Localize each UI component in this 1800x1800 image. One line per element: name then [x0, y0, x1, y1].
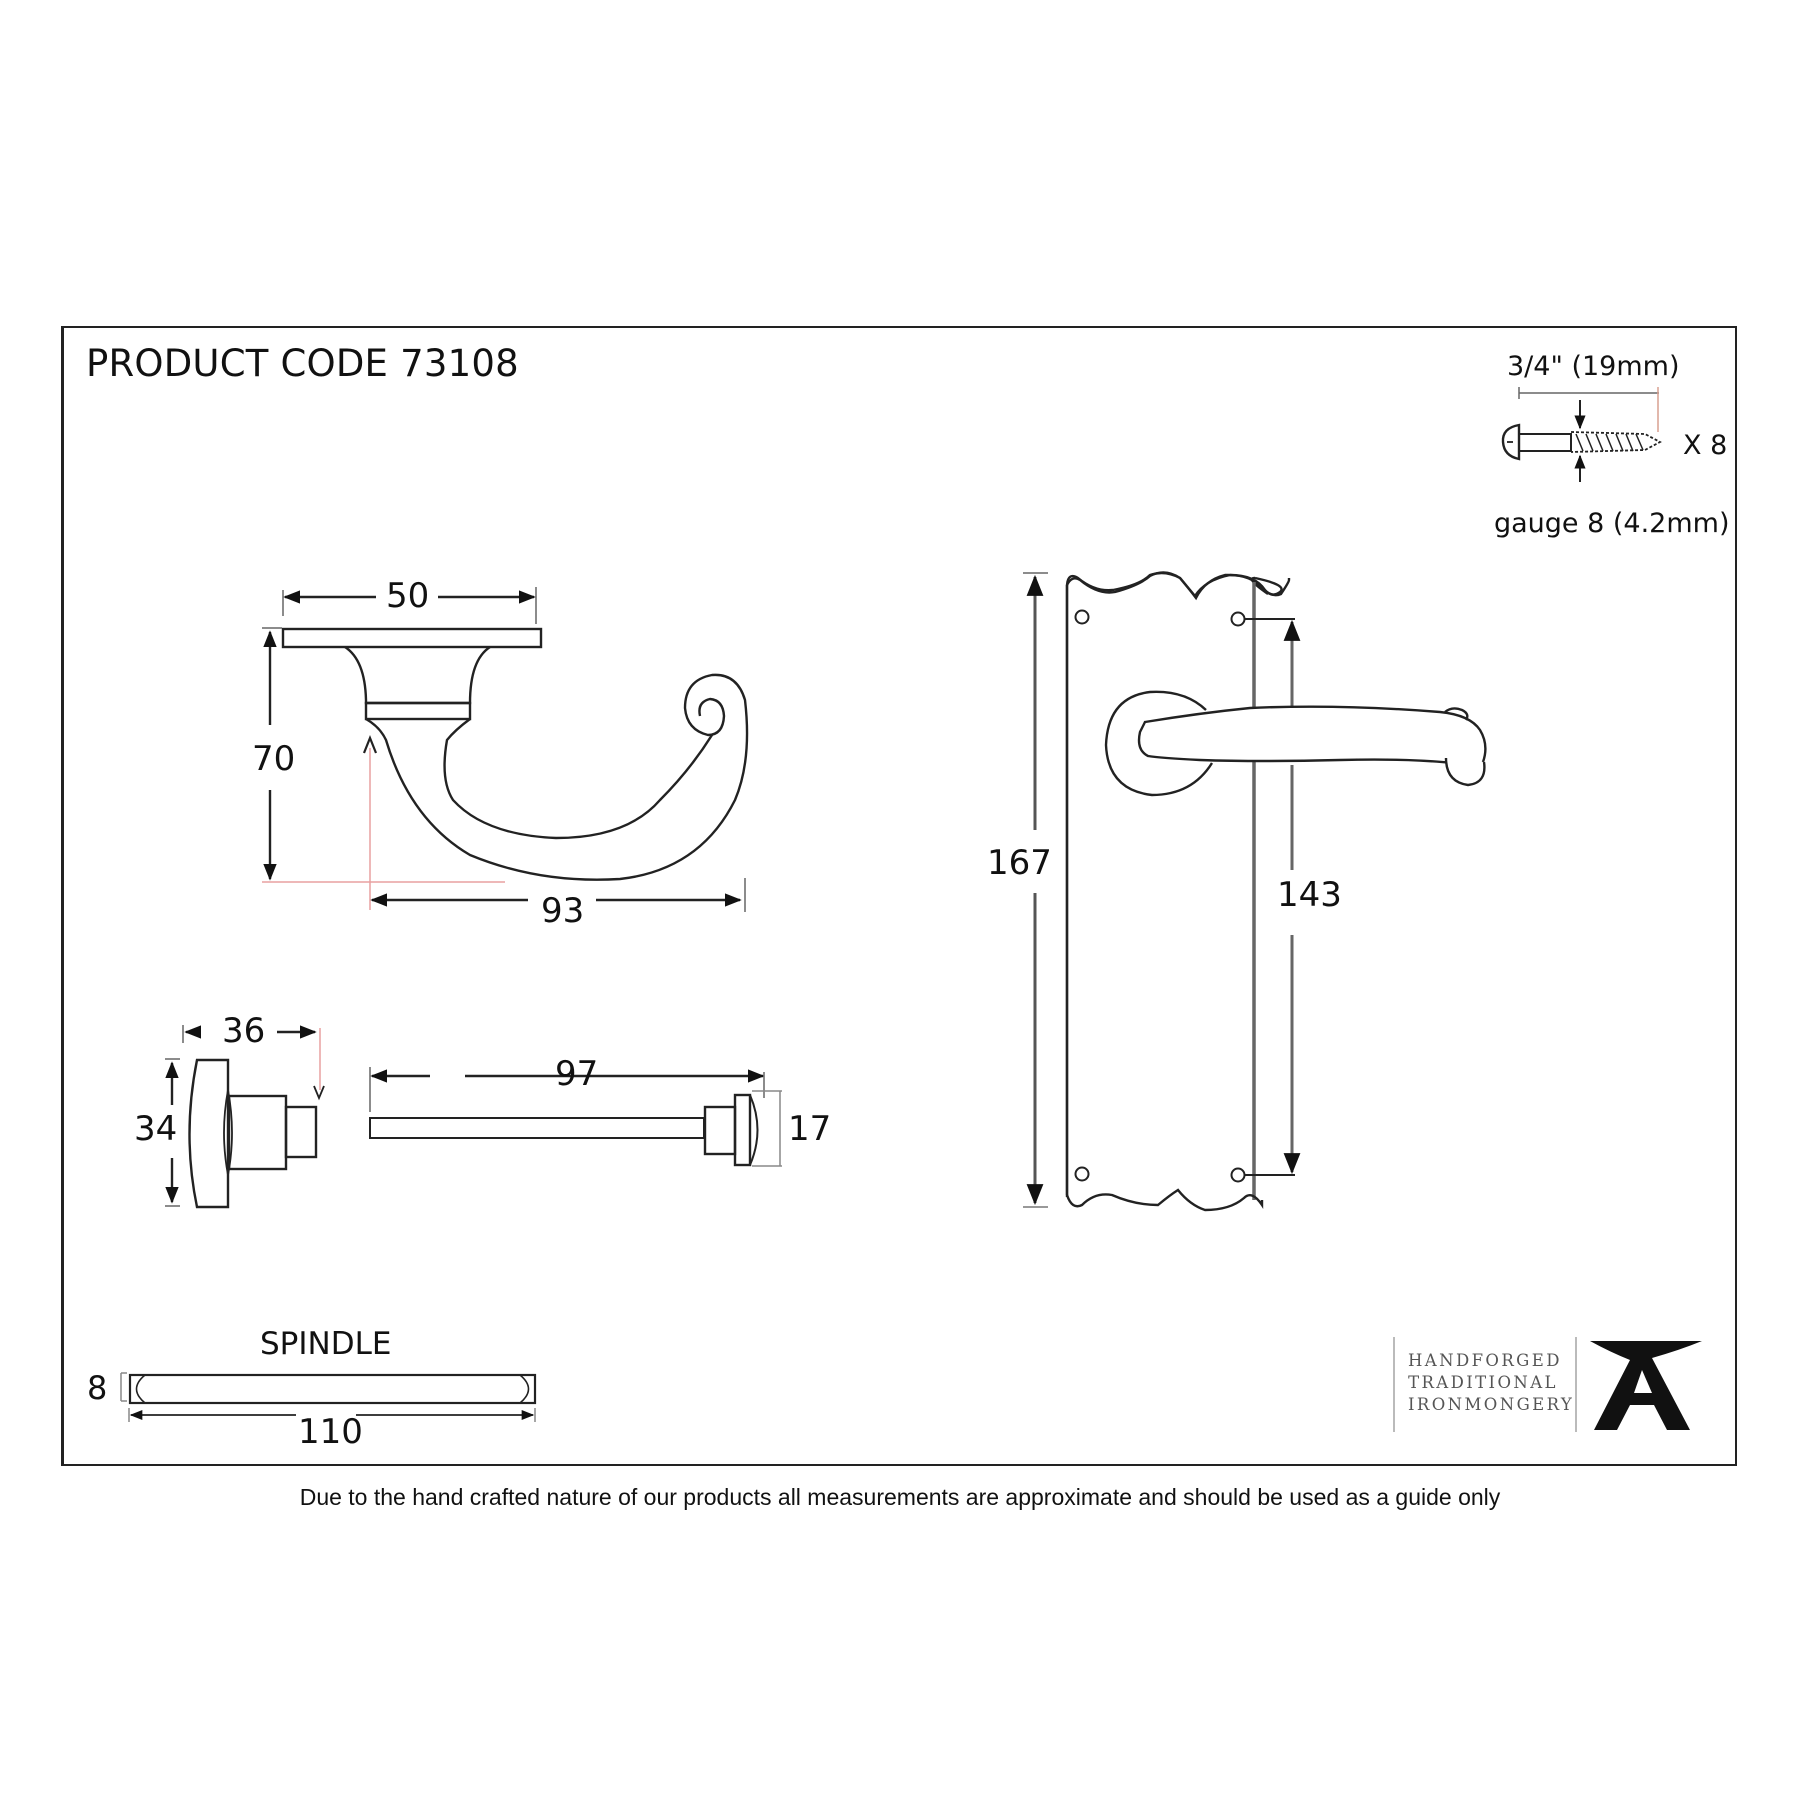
lever-height-label: 70	[252, 739, 296, 779]
brand-divider-left	[1393, 1337, 1395, 1432]
release-spindle-view	[369, 1067, 782, 1167]
turn-knob-view	[165, 1025, 325, 1209]
release-diameter-label: 17	[788, 1109, 832, 1149]
screw-icon	[1501, 387, 1662, 482]
spindle-heading: SPINDLE	[260, 1326, 392, 1362]
release-length-label: 97	[555, 1054, 599, 1094]
backplate-height-label: 167	[987, 843, 1052, 883]
fixing-centres-label: 143	[1277, 875, 1342, 915]
anvil-logo-icon	[1590, 1341, 1702, 1430]
spindle-length-label: 110	[298, 1412, 363, 1452]
knob-projection-label: 36	[222, 1011, 266, 1051]
knob-height-label: 34	[134, 1109, 178, 1149]
spindle-size-label: 8	[87, 1369, 108, 1407]
brand-tagline: HANDFORGED TRADITIONAL IRONMONGERY	[1408, 1350, 1575, 1416]
brand-divider-right	[1575, 1337, 1577, 1432]
brand-line-1: HANDFORGED	[1408, 1351, 1562, 1370]
screw-length-label: 3/4" (19mm)	[1507, 351, 1680, 382]
brand-line-2: TRADITIONAL	[1408, 1373, 1558, 1392]
product-code-title: PRODUCT CODE 73108	[86, 342, 519, 385]
screw-quantity-label: X 8	[1683, 430, 1728, 461]
lever-side-view	[262, 587, 749, 912]
lever-width-label: 50	[386, 576, 430, 616]
disclaimer-text: Due to the hand crafted nature of our pr…	[299, 1484, 1501, 1510]
backplate-front-view	[1023, 571, 1487, 1212]
spindle-view	[120, 1372, 537, 1422]
drawing-frame	[61, 326, 1737, 1466]
lever-projection-label: 93	[541, 891, 585, 931]
screw-gauge-label: gauge 8 (4.2mm)	[1494, 508, 1730, 539]
brand-line-3: IRONMONGERY	[1408, 1395, 1575, 1414]
